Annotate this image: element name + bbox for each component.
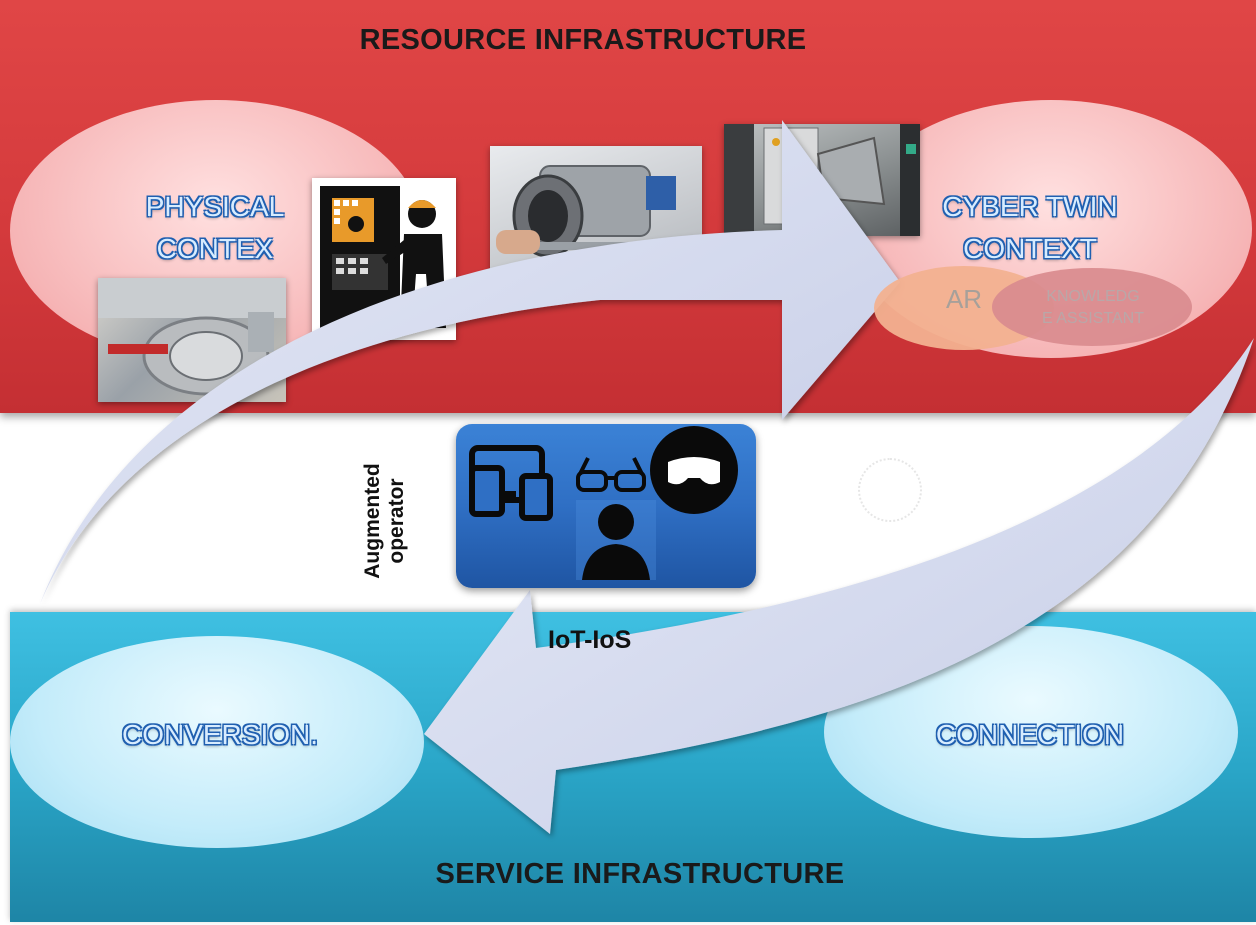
vr-headset-icon [650,426,738,514]
knowledge-assistant-ellipse [992,268,1192,346]
physical-context-line1: PHYSICAL [145,191,285,222]
connection-label: CONNECTION [935,719,1125,750]
augmented-operator-box [456,424,756,588]
arrow-cyber-to-conversion [424,338,1254,834]
ar-label: AR [945,284,983,314]
faint-ring-mark [858,458,922,522]
physical-context-label: PHYSICAL CONTEX [130,186,300,270]
knowledge-assistant-label: KNOWLEDG E ASSISTANT [1008,286,1178,330]
operator-devices [469,426,738,580]
smart-glasses-icon [576,457,646,492]
arrow-physical-to-cyber [40,120,900,604]
knowledge-assistant-line1: KNOWLEDG [1046,288,1140,305]
user-icon [576,500,656,580]
machine-maintenance-art [496,165,680,258]
physical-context-line2: CONTEX [156,233,274,264]
cyber-twin-context-line1: CYBER TWIN [942,191,1118,222]
resource-infrastructure-title: RESOURCE INFRASTRUCTURE [359,24,807,56]
service-infrastructure-title: SERVICE INFRASTRUCTURE [435,858,845,890]
knowledge-assistant-line2: E ASSISTANT [1042,310,1144,327]
cyber-twin-context-line2: CONTEXT [963,233,1097,264]
machine-photo-physical-art [98,278,286,396]
augmented-operator-label: Augmented operator [361,463,408,579]
cyber-twin-context-label: CYBER TWIN CONTEXT [920,186,1140,270]
ar-view-art [724,124,920,236]
iot-ios-label: IoT-IoS [548,626,632,654]
tablet-phone-icon [469,445,553,521]
machine-photo-physical [98,278,286,402]
conversion-ellipse [10,636,424,848]
conversion-label: CONVERSION. [121,719,319,750]
ar-view-photo [724,124,920,236]
